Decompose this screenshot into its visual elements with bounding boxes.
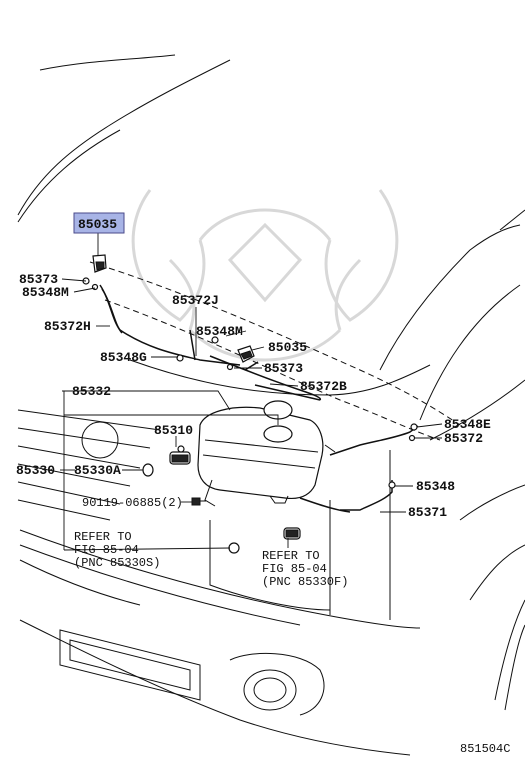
- washer-pump-85310: [169, 445, 191, 465]
- refer-right-line2: FIG 85-04: [262, 562, 327, 576]
- label-85310[interactable]: 85310: [154, 423, 193, 438]
- leader-lines: [60, 233, 443, 551]
- washer-pump-front: [228, 527, 301, 554]
- watermark-logo: [131, 189, 399, 362]
- refer-left-line1: REFER TO: [74, 530, 132, 544]
- refer-left-line2: FIG 85-04: [74, 543, 139, 557]
- refer-left-line3: (PNC 85330S): [74, 556, 160, 570]
- label-85348M-mid[interactable]: 85348M: [196, 324, 243, 339]
- label-85332[interactable]: 85332: [72, 384, 111, 399]
- washer-tank: [197, 400, 336, 507]
- front-bumper-outline: [17, 409, 421, 756]
- label-85372B[interactable]: 85372B: [300, 379, 347, 394]
- washer-nozzle-85035-left: [92, 254, 107, 273]
- label-90119-06885[interactable]: 90119-06885(2): [82, 496, 183, 510]
- washer-hoses: [99, 284, 419, 513]
- refer-note-85330S: REFER TO FIG 85-04 (PNC 85330S): [74, 530, 160, 570]
- label-85371[interactable]: 85371: [408, 505, 447, 520]
- label-85330[interactable]: 85330: [16, 463, 55, 478]
- label-85372-right[interactable]: 85372: [444, 431, 483, 446]
- label-85330A[interactable]: 85330A: [74, 463, 121, 478]
- label-85373-left[interactable]: 85373: [19, 272, 58, 287]
- figure-code: 851504C: [460, 742, 510, 756]
- refer-right-line3: (PNC 85330F): [262, 575, 348, 589]
- label-85348G[interactable]: 85348G: [100, 350, 147, 365]
- bolt-90119: [191, 497, 206, 506]
- label-85372J[interactable]: 85372J: [172, 293, 219, 308]
- highlight-box-85035[interactable]: [73, 212, 125, 234]
- label-85035-top[interactable]: 85035: [78, 217, 117, 232]
- label-85373-mid[interactable]: 85373: [264, 361, 303, 376]
- washer-nozzle-85035-right: [237, 345, 255, 363]
- label-85372H[interactable]: 85372H: [44, 319, 91, 334]
- grommet-85330A: [142, 463, 154, 477]
- hood-outline: [17, 54, 525, 711]
- label-85348E[interactable]: 85348E: [444, 417, 491, 432]
- label-85348-right[interactable]: 85348: [416, 479, 455, 494]
- refer-note-85330F: REFER TO FIG 85-04 (PNC 85330F): [262, 549, 348, 589]
- label-85348M-left[interactable]: 85348M: [22, 285, 69, 300]
- label-85035-mid[interactable]: 85035: [268, 340, 307, 355]
- refer-right-line1: REFER TO: [262, 549, 320, 563]
